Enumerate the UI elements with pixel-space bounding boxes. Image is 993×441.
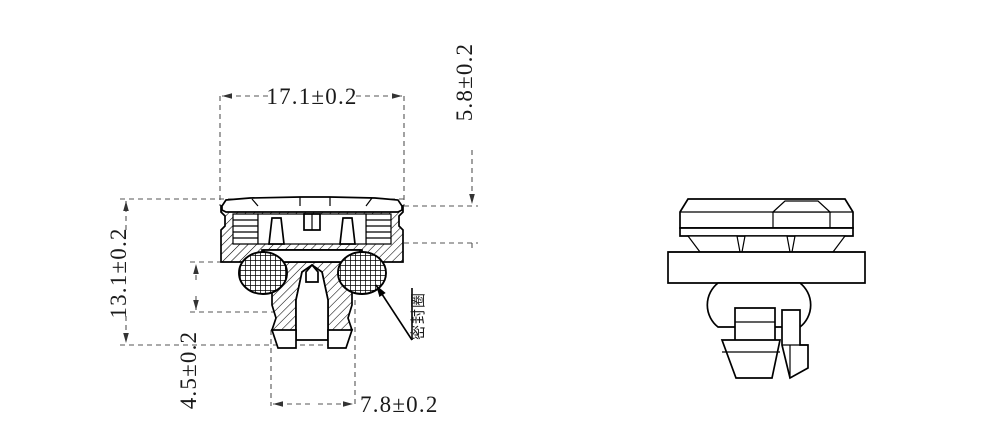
cross-section-view: 密封圈 — [220, 196, 427, 349]
cap-seam-1 — [251, 198, 259, 207]
internal-rib-right — [339, 217, 356, 245]
iso-flange-slab — [667, 251, 866, 284]
internal-rib-left — [268, 217, 285, 245]
iso-rib-left — [686, 235, 741, 253]
dimension-bottom-width: 7.8±0.2 — [270, 300, 439, 417]
cap-inner-ledge-left — [232, 213, 259, 245]
iso-foot-left — [720, 339, 782, 379]
iso-rib-layer — [679, 227, 854, 237]
leg-tip-left — [270, 329, 297, 349]
isometric-view — [667, 198, 866, 380]
seal-ring-leader-arrow — [375, 284, 413, 341]
cap-inner-ledge-right — [365, 213, 392, 245]
dimension-label-left-inner-height: 4.5±0.2 — [176, 331, 201, 410]
dimension-left-inner-height: 4.5±0.2 — [176, 261, 280, 410]
dimension-left-outer-height: 13.1±0.2 — [106, 198, 404, 346]
annotation-seal-ring-label: 密封圈 — [409, 292, 427, 340]
leg-tip-right — [327, 329, 354, 349]
cap-shell-outline — [221, 196, 403, 213]
split-notch — [305, 263, 319, 283]
dimension-label-top-width: 17.1±0.2 — [266, 84, 357, 109]
dimension-top-width: 17.1±0.2 — [219, 84, 405, 206]
seal-ring-left — [238, 251, 288, 295]
dimension-right-height: 5.8±0.2 — [404, 43, 478, 252]
dimension-label-bottom-width: 7.8±0.2 — [360, 392, 439, 417]
dimension-label-left-outer-height: 13.1±0.2 — [106, 227, 131, 318]
iso-cap-dome — [771, 200, 832, 213]
iso-rib-center — [741, 235, 791, 253]
dimension-label-right-height: 5.8±0.2 — [452, 43, 477, 122]
central-split-wedge — [295, 263, 329, 341]
cap-seam-4 — [365, 197, 373, 207]
iso-rib-right — [791, 235, 847, 253]
seal-ring-right — [337, 251, 387, 295]
iso-cap-top — [679, 198, 854, 229]
iso-barb-right — [781, 309, 809, 380]
